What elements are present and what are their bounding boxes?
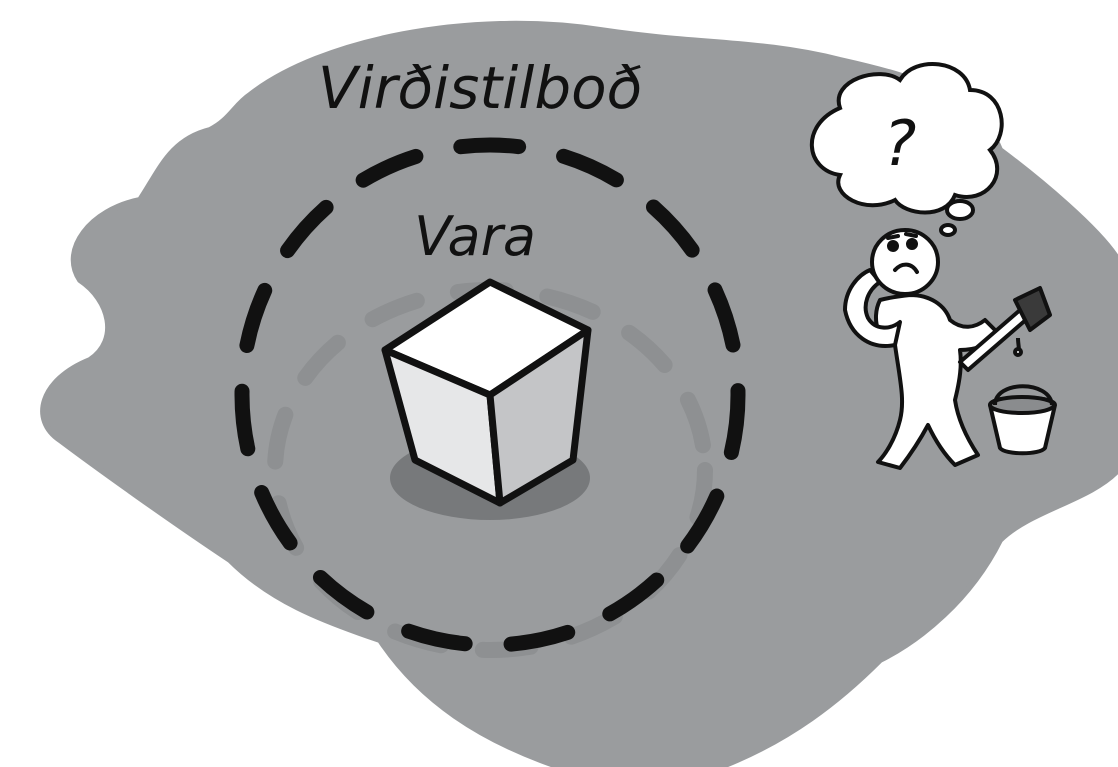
outer-label: Virðistilboð — [318, 54, 642, 122]
thought-bubble-icon: ? — [809, 62, 1004, 237]
paint-brush-icon — [958, 286, 1052, 372]
cube-icon — [381, 278, 592, 520]
paint-bucket-icon — [988, 384, 1057, 456]
outer-dashed-ring — [234, 137, 746, 653]
question-mark: ? — [884, 107, 917, 180]
inner-label: Vara — [414, 205, 536, 268]
stick-figure-icon — [843, 228, 1002, 470]
